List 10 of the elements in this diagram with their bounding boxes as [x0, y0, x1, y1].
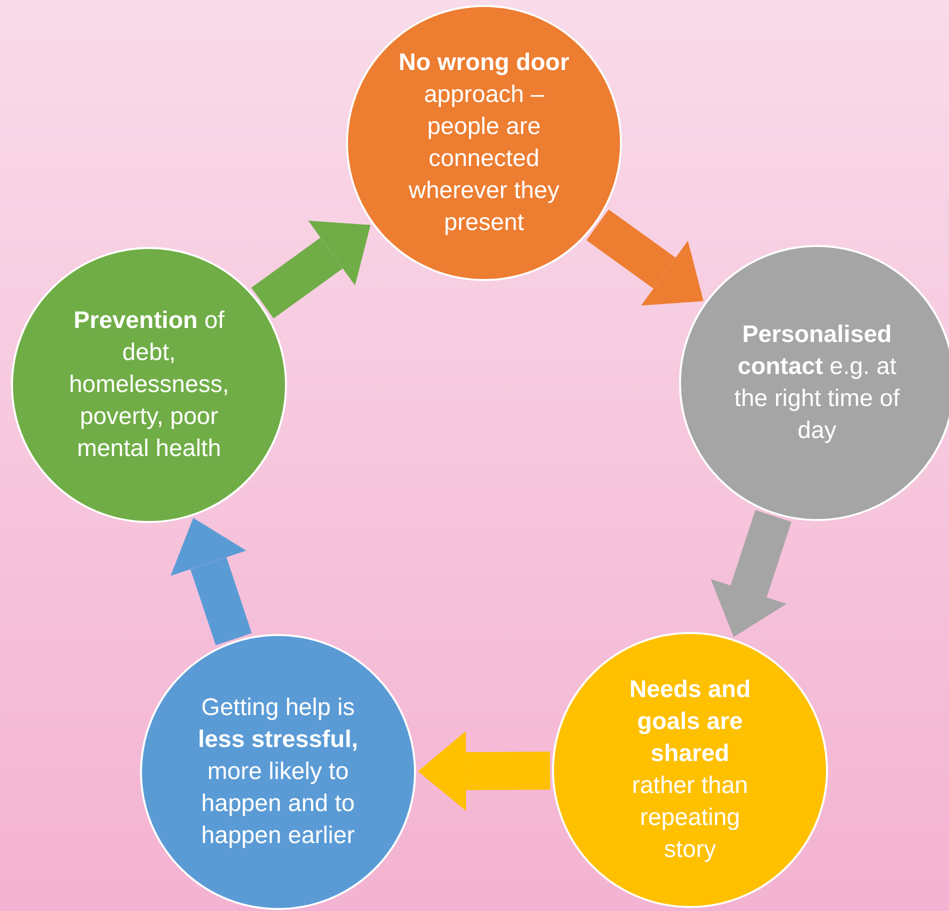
block-arrow — [170, 518, 252, 646]
block-arrow — [710, 510, 792, 637]
step-text: No wrong door approach – people are connected wherever they present — [398, 48, 570, 238]
block-arrow — [586, 209, 704, 306]
step-text: Personalised contact e.g. at the right time of day — [733, 320, 901, 446]
block-arrow — [418, 731, 550, 812]
block-arrow — [251, 220, 371, 318]
step-text: Needs and goals are shared rather than repeating story — [628, 675, 752, 865]
step-text: Prevention of debt, homelessness, poverty, poor mental health — [68, 306, 230, 464]
step-text: Getting help is less stressful, more likely to happen and to happen earlier — [196, 693, 360, 851]
